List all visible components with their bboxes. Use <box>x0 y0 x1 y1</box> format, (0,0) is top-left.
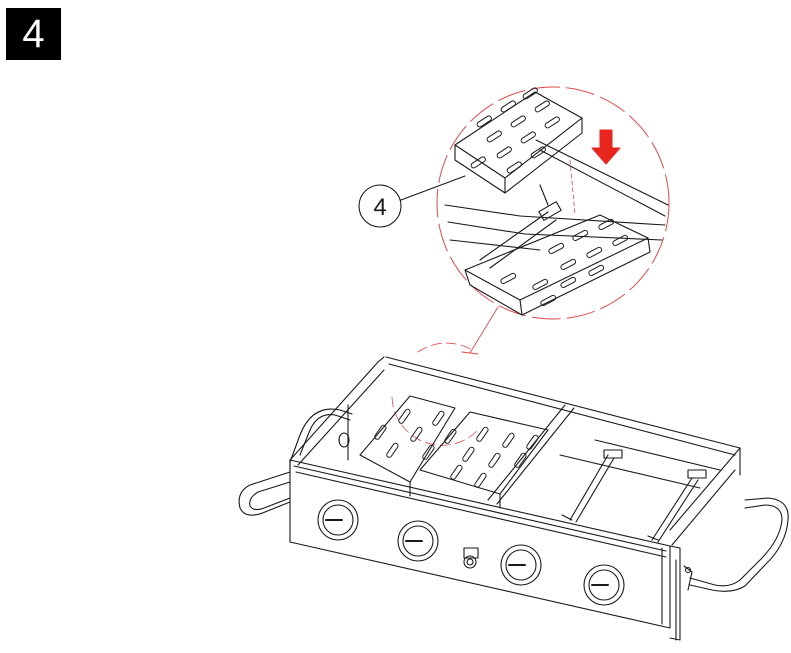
control-knob-4 <box>583 564 625 606</box>
control-knob-2 <box>397 520 439 562</box>
control-knob-1 <box>317 499 359 541</box>
right-handle <box>689 497 789 592</box>
step-number-badge: 4 <box>6 8 61 60</box>
detail-view <box>436 86 670 320</box>
igniter-button <box>463 547 479 569</box>
control-knob-3 <box>500 544 542 586</box>
detail-heat-plate-upper <box>454 87 583 194</box>
detail-leader-line <box>469 306 499 354</box>
grill-body <box>238 342 789 641</box>
callout-part-4 <box>358 175 466 228</box>
down-arrow-icon <box>591 129 621 165</box>
step-number: 4 <box>22 11 45 56</box>
callout-label: 4 <box>373 194 386 221</box>
detail-heat-plate-lower <box>464 214 651 316</box>
left-handle <box>238 408 353 516</box>
detail-circle <box>436 86 670 320</box>
